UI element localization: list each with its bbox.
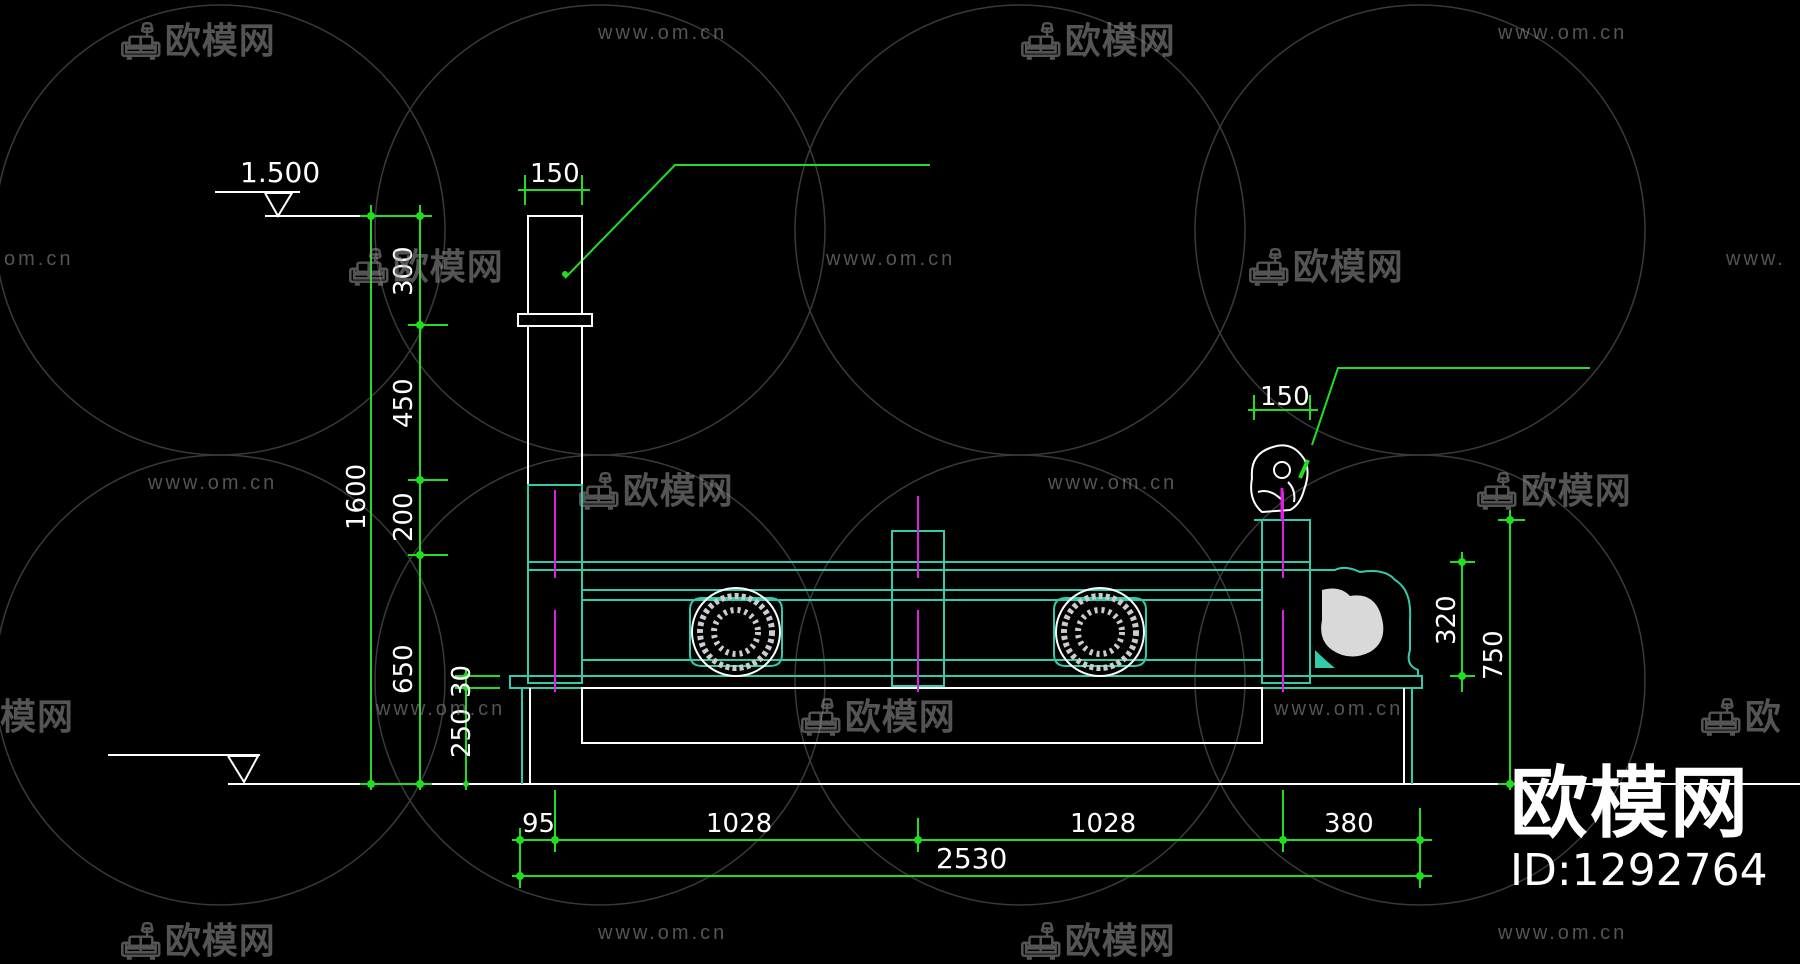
dim-total-height: 1600 [342, 464, 372, 530]
watermark-circles [0, 4, 1646, 906]
post-legs [521, 688, 1413, 784]
right-dimension-ticks [1458, 516, 1514, 788]
bottom-dimension-ticks [516, 836, 1424, 880]
level-mark-ground [108, 754, 260, 785]
base-block [581, 687, 1263, 744]
dim-bottom-4: 380 [1324, 809, 1374, 839]
dim-base-2: 250 [447, 708, 477, 758]
left-dimension-lines [360, 205, 500, 790]
dim-bottom-2: 1028 [706, 809, 772, 839]
dim-right-1: 320 [1432, 595, 1462, 645]
leader-point [562, 271, 568, 277]
dim-bottom-1: 95 [522, 809, 555, 839]
leader-line-right [1311, 367, 1590, 446]
dim-left-1: 300 [389, 246, 419, 296]
leader-line-top [564, 164, 930, 279]
corner-brand: 欧模网 [1510, 759, 1751, 849]
corner-brand-block: 欧模网 ID:1292764 [1510, 765, 1768, 893]
carved-roundel-right [1053, 587, 1147, 677]
dim-base-1: 30 [447, 665, 477, 698]
top-width-dimension [518, 175, 590, 205]
carved-roundel-left [689, 587, 783, 677]
corner-id: ID:1292764 [1510, 845, 1768, 896]
level-mark-label: 1.500 [240, 156, 320, 189]
end-scroll [1309, 566, 1419, 677]
dim-right-2: 750 [1479, 630, 1509, 680]
dim-top-width: 150 [530, 159, 580, 189]
main-post [517, 215, 593, 485]
left-dimension-ticks [367, 212, 469, 788]
baluster-outline [509, 484, 1423, 689]
post-legs-white [529, 688, 1405, 784]
dim-total-width: 2530 [936, 842, 1007, 875]
dim-right-top-width: 150 [1260, 382, 1310, 412]
dim-left-3: 200 [389, 492, 419, 542]
right-top-dimension [1248, 395, 1318, 420]
dim-left-4: 650 [389, 644, 419, 694]
level-mark-top [215, 191, 375, 218]
dim-bottom-3: 1028 [1070, 809, 1136, 839]
dim-left-2: 450 [389, 378, 419, 428]
lion-finial [1250, 444, 1310, 520]
